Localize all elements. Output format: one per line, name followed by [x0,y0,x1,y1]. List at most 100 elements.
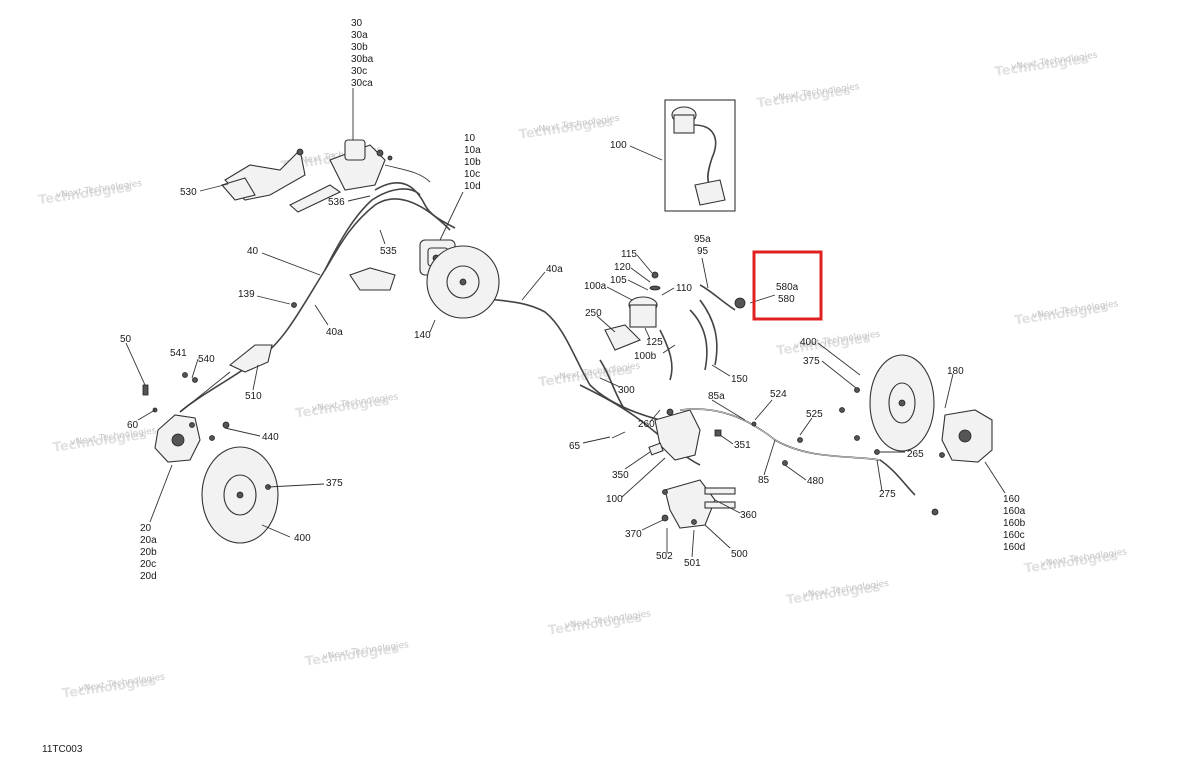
callout-60: 60 [127,420,139,431]
leader-lines [125,88,1006,558]
callout-100-bottom: 100 [606,494,623,505]
callout-160b: 160b [1003,518,1026,529]
callout-10b: 10b [464,157,481,168]
callout-10c: 10c [464,169,480,180]
watermark: Technologies vNext Technologies [52,426,158,456]
rear-left-disc [201,446,279,544]
callout-115: 115 [621,249,637,260]
callout-85a: 85a [708,391,725,402]
callout-400-right: 400 [800,337,817,348]
callout-580a: 580a [776,282,799,293]
callout-30ca: 30ca [351,78,373,89]
callout-40a-mid: 40a [546,264,563,275]
callout-100b: 100b [634,351,657,362]
callout-30: 30 [351,18,363,29]
rear-left-caliper [154,414,230,463]
callout-20: 20 [140,523,152,534]
callout-540: 540 [198,354,215,365]
callout-400-left: 400 [294,533,311,544]
callout-275: 275 [879,489,896,500]
callout-160c: 160c [1003,530,1025,541]
reservoir-box [664,99,736,212]
callout-524: 524 [770,389,787,400]
junction-140 [349,267,396,291]
watermark: Technologies vNext Technologies [547,609,652,638]
callout-530: 530 [180,187,197,198]
callout-535: 535 [380,246,397,257]
watermarks: Technologies vNext Technologies Technolo… [37,51,1128,702]
callout-160d: 160d [1003,542,1025,553]
callout-65: 65 [569,441,581,452]
callout-580: 580 [778,294,795,305]
highlight-box [752,250,823,321]
callout-160a: 160a [1003,506,1026,517]
callout-260: 260 [638,419,655,430]
watermark: Technologies vNext Technologies [37,179,143,209]
callout-360: 360 [740,510,757,521]
callout-20d: 20d [140,571,157,582]
callout-500: 500 [731,549,748,560]
callout-250: 250 [585,308,602,319]
callout-30ba: 30ba [351,54,374,65]
callout-85: 85 [758,475,770,486]
callout-480: 480 [807,476,824,487]
callout-30c: 30c [351,66,367,77]
callout-110: 110 [676,283,692,294]
callout-375-left: 375 [326,478,343,489]
mount-500 [661,479,736,529]
small-parts-left [142,302,297,490]
small-parts-right [734,297,939,516]
callout-100-box: 100 [610,140,627,151]
lever-510 [179,344,273,413]
callout-150: 150 [731,374,748,385]
callout-541: 541 [170,348,187,359]
callout-20c: 20c [140,559,156,570]
callout-139: 139 [238,289,255,300]
callout-20b: 20b [140,547,157,558]
watermark: Technologies vNext Technologies [518,114,621,143]
callout-95: 95 [697,246,709,257]
callout-351: 351 [734,440,751,451]
callout-30b: 30b [351,42,368,53]
diagram-code: 11TC003 [42,744,83,755]
callout-350: 350 [612,470,629,481]
callout-10d: 10d [464,181,481,192]
callout-501: 501 [684,558,701,569]
pedal-assembly [611,408,722,461]
bracket-530 [221,148,306,201]
callout-370: 370 [625,529,642,540]
callout-100a: 100a [584,281,607,292]
watermark: Technologies vNext Technologies [994,51,1099,80]
callout-120: 120 [614,262,631,273]
callout-140: 140 [414,330,431,341]
callout-265: 265 [907,449,924,460]
callout-502: 502 [656,551,673,562]
callout-10a: 10a [464,145,481,156]
callout-440: 440 [262,432,279,443]
brake-disc-top [426,245,500,319]
master-cylinder-lever [289,139,431,213]
watermark: Technologies vNext Technologies [785,579,890,608]
watermark: Technologies vNext Technologies [775,329,881,359]
callout-40a-left: 40a [326,327,343,338]
callout-labels: 30 30a 30b 30ba 30c 30ca 10 10a 10b 10c … [120,18,1026,582]
callout-95a: 95a [694,234,711,245]
callout-300: 300 [618,385,635,396]
callout-125: 125 [646,337,663,348]
callout-105: 105 [610,275,627,286]
callout-510: 510 [245,391,262,402]
rear-right-disc [869,354,935,452]
watermark: Technologies vNext Technologies [1023,547,1128,576]
callout-30a: 30a [351,30,368,41]
callout-50: 50 [120,334,132,345]
watermark: Technologies vNext Technologies [1014,299,1120,329]
watermark: Technologies vNext Technologies [294,392,399,421]
callout-536: 536 [328,197,345,208]
callout-375-right: 375 [803,356,820,367]
callout-525: 525 [806,409,823,420]
callout-20a: 20a [140,535,157,546]
callout-180: 180 [947,366,964,377]
callout-40: 40 [247,246,259,257]
callout-160: 160 [1003,494,1020,505]
